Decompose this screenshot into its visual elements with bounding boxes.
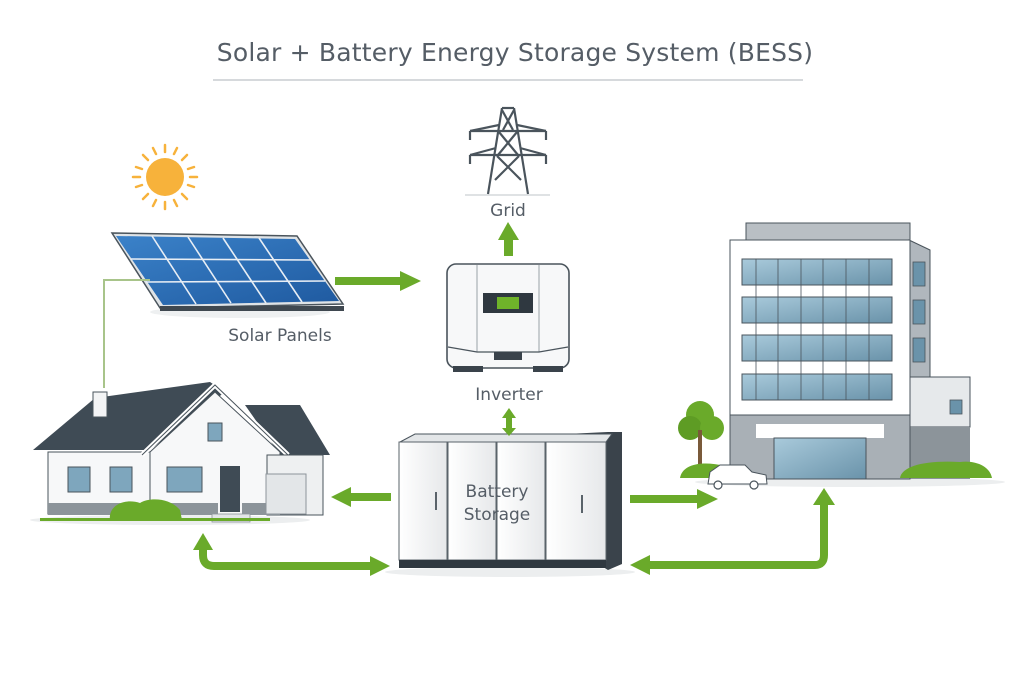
arrow-battery-building-loop (630, 488, 835, 575)
grid-label: Grid (490, 201, 526, 221)
office-building-icon (678, 222, 1005, 490)
battery-cabinet-icon (385, 432, 635, 577)
inverter-label: Inverter (475, 385, 542, 405)
solar-panels-label: Solar Panels (228, 326, 332, 346)
solar-wire (103, 279, 150, 388)
arrow-battery-house-loop (193, 533, 390, 576)
sun-icon (131, 143, 199, 211)
transmission-tower-icon (465, 106, 550, 196)
inverter-icon (446, 263, 570, 372)
diagram-title: Solar + Battery Energy Storage System (B… (216, 38, 814, 67)
flow-arrows (193, 222, 835, 576)
house-icon (30, 381, 330, 525)
battery-label-line1: Battery (466, 482, 529, 502)
arrow-battery-to-house (331, 487, 391, 507)
title-divider (213, 79, 803, 81)
battery-label-line2: Storage (464, 505, 531, 525)
arrow-inverter-to-grid (498, 222, 519, 256)
solar-panel-icon (110, 232, 345, 318)
arrow-battery-inverter-bidirectional (502, 408, 516, 436)
arrow-battery-to-building (630, 489, 718, 509)
arrow-solar-to-inverter (335, 271, 421, 291)
